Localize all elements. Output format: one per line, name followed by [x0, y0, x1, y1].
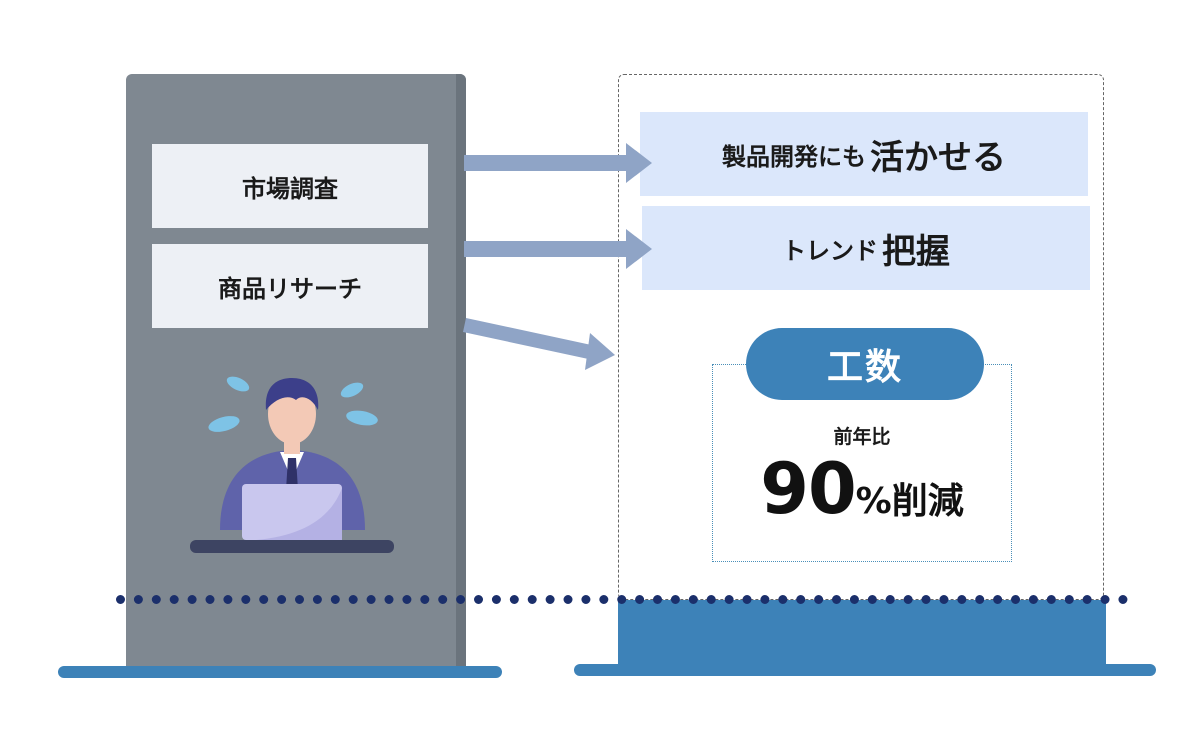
metric-subtitle: 前年比: [833, 426, 891, 448]
dotted-level-line: [116, 595, 1128, 604]
right-base: [574, 664, 1156, 676]
benefit-2-emphasis: 把握: [882, 231, 950, 272]
label-product-research-text: 商品リサーチ: [218, 274, 362, 303]
metric-title-pill: 工数: [746, 328, 984, 400]
benefit-2-prefix: トレンド: [782, 236, 878, 265]
left-pillar-edge: [456, 74, 466, 670]
benefit-1-emphasis: 活かせる: [870, 137, 1006, 178]
arrow-diagonal-icon: [463, 318, 615, 370]
metric-value-number: 90: [760, 448, 856, 530]
label-market-research: 市場調査: [152, 144, 428, 228]
arrow-right-icon: [464, 229, 652, 269]
label-product-research: 商品リサーチ: [152, 244, 428, 328]
benefit-product-development: 製品開発にも 活かせる: [640, 112, 1088, 196]
worker-illustration: [190, 378, 394, 553]
benefit-1-prefix: 製品開発にも: [722, 142, 866, 171]
left-base: [58, 666, 502, 678]
right-base-fill: [618, 600, 1106, 668]
benefit-trend: トレンド 把握: [642, 206, 1090, 290]
arrow-right-icon: [464, 143, 652, 183]
sweat-drops-icon: [208, 376, 378, 432]
label-market-research-text: 市場調査: [242, 174, 338, 203]
metric-value-unit: %削減: [855, 481, 964, 522]
metric-value: 90 %削減: [712, 448, 1012, 530]
